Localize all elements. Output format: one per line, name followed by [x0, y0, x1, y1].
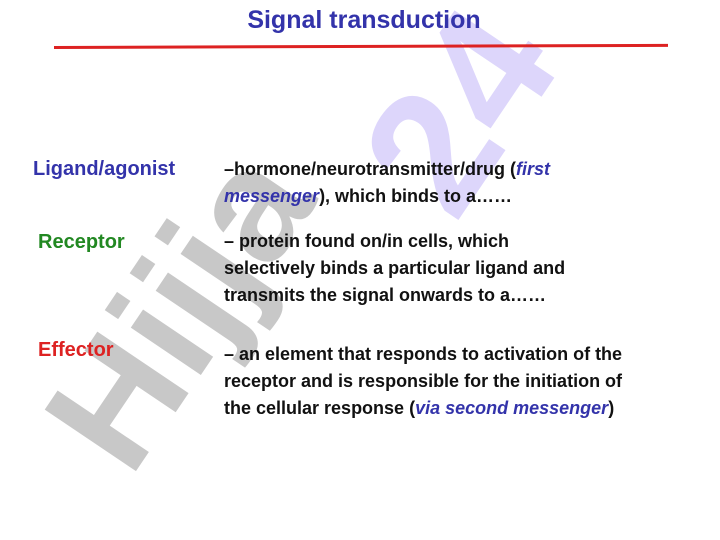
definition-effector: – an element that responds to activation… [224, 341, 718, 422]
definition-ligand-emphasis: first messenger [224, 159, 551, 206]
definition-receptor-line-1: – protein found on/in cells, which [224, 231, 510, 251]
definition-receptor-line-3: transmits the signal onwards to a…… [224, 285, 547, 305]
definition-effector-text-3: the cellular response ( [224, 398, 416, 418]
definition-ligand-text-2: ), which binds to a…… [319, 186, 513, 206]
definition-receptor-line-2: selectively binds a particular ligand an… [224, 258, 566, 278]
term-effector: Effector [38, 339, 114, 361]
definition-effector-line-1: – an element that responds to activation… [224, 344, 623, 364]
term-receptor: Receptor [38, 231, 125, 253]
definition-effector-text-4: ) [608, 398, 615, 418]
definition-effector-line-3: the cellular response (via second messen… [224, 395, 718, 422]
definition-ligand: –hormone/neurotransmitter/drug (first me… [224, 156, 644, 210]
definition-effector-line-2: receptor and is responsible for the init… [224, 371, 623, 391]
definition-effector-emphasis: via second messenger [415, 398, 609, 418]
page-title: Signal transduction [247, 6, 481, 34]
definition-receptor: – protein found on/in cells, which selec… [224, 228, 704, 309]
title-underline [53, 43, 669, 49]
definition-ligand-text-1: –hormone/neurotransmitter/drug ( [224, 159, 517, 179]
term-ligand: Ligand/agonist [33, 158, 176, 180]
